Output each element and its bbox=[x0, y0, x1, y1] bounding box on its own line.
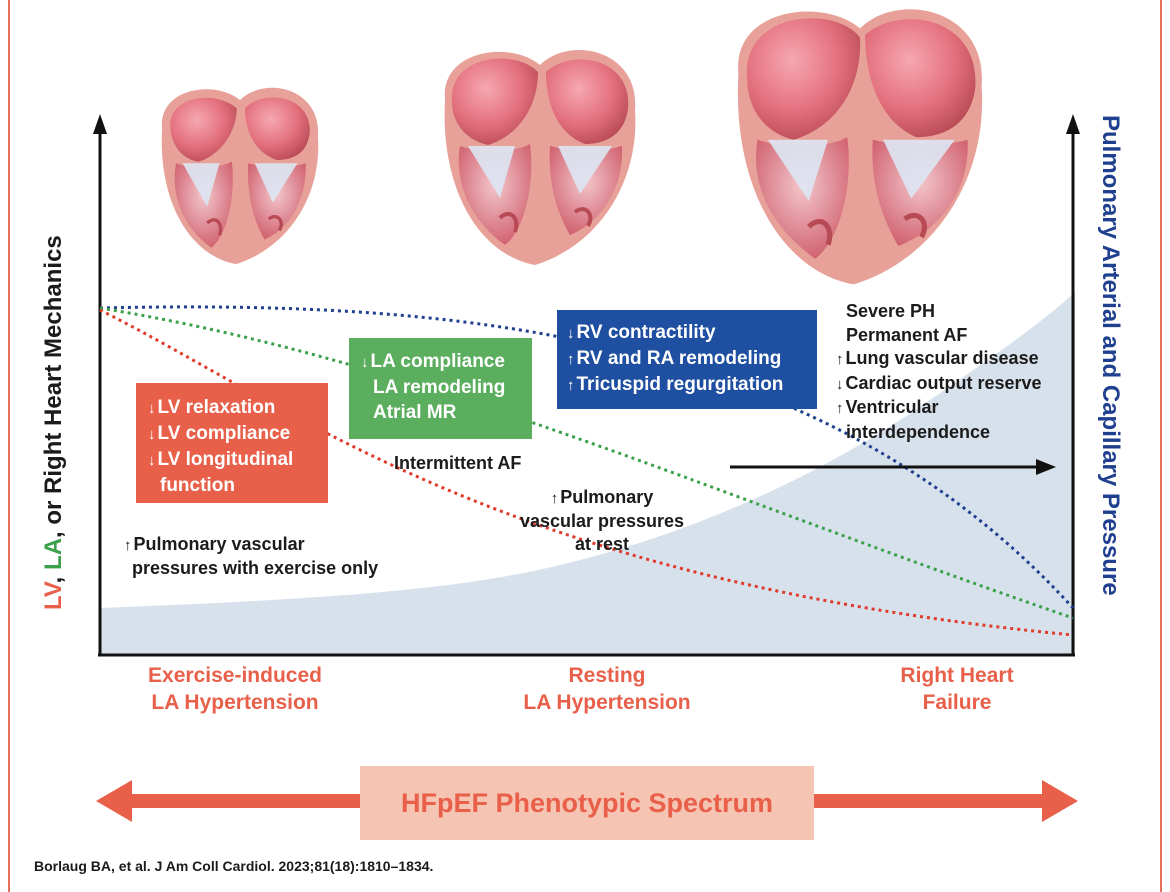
stage-1-line-1: Exercise-induced bbox=[148, 664, 322, 687]
rest-pressure-note: ↑Pulmonary vascular pressures at rest bbox=[512, 486, 692, 556]
lv-box-line-3: LV longitudinal bbox=[157, 449, 294, 470]
stage-resting: Resting LA Hypertension bbox=[482, 662, 732, 716]
y-label-right-heart: Right Heart Mechanics bbox=[40, 235, 67, 494]
down-arrow-icon: ↓ bbox=[148, 426, 156, 443]
figure-frame bbox=[8, 0, 1162, 892]
rv-box-line-2: RV and RA remodeling bbox=[576, 348, 782, 369]
y-axis-right-label: Pulmonary Arterial and Capillary Pressur… bbox=[1097, 115, 1124, 596]
rv-box: ↓RV contractility ↑RV and RA remodeling … bbox=[557, 310, 817, 409]
lv-box-line-4: function bbox=[160, 475, 235, 496]
rhf-features: Severe PH Permanent AF ↑Lung vascular di… bbox=[836, 300, 1042, 444]
la-box-line-2: LA remodeling bbox=[373, 377, 506, 398]
y-axis-left-arrowhead bbox=[93, 114, 107, 134]
down-arrow-icon: ↓ bbox=[148, 452, 156, 469]
la-box-line-1: LA compliance bbox=[370, 351, 505, 372]
exercise-note-line-1: Pulmonary vascular bbox=[133, 534, 305, 554]
lv-curve bbox=[99, 308, 1074, 637]
stage-right-heart-failure: Right Heart Failure bbox=[832, 662, 1082, 716]
intermittent-af-label: Intermittent AF bbox=[394, 453, 522, 473]
y-label-la: LA bbox=[40, 537, 67, 570]
heart-illustration-medium bbox=[444, 50, 636, 265]
up-arrow-icon: ↑ bbox=[836, 351, 844, 368]
exercise-pressure-note: ↑Pulmonary vascular pressures with exerc… bbox=[124, 533, 378, 580]
y-label-lv: LV bbox=[40, 583, 67, 610]
citation: Borlaug BA, et al. J Am Coll Cardiol. 20… bbox=[34, 858, 434, 874]
progression-arrowhead bbox=[1036, 459, 1056, 475]
rv-box-line-3: Tricuspid regurgitation bbox=[576, 374, 784, 395]
rest-note-line-1: Pulmonary bbox=[560, 487, 654, 507]
y-axis-left-label: LV, LA, or Right Heart Mechanics bbox=[40, 235, 68, 610]
lv-box: ↓LV relaxation ↓LV compliance ↓LV longit… bbox=[136, 383, 328, 503]
up-arrow-icon: ↑ bbox=[836, 400, 844, 417]
lv-box-line-1: LV relaxation bbox=[157, 397, 276, 418]
rhf-line-2: Permanent AF bbox=[846, 324, 968, 345]
rv-box-line-1: RV contractility bbox=[576, 322, 716, 343]
rhf-line-5: Ventricular bbox=[845, 397, 939, 417]
y-axis-right-arrowhead bbox=[1066, 114, 1080, 134]
la-curve bbox=[99, 306, 1074, 620]
rhf-line-4: Cardiac output reserve bbox=[845, 372, 1042, 393]
stage-2-line-1: Resting bbox=[568, 664, 646, 687]
stage-2-line-2: LA Hypertension bbox=[523, 691, 691, 714]
lv-box-line-2: LV compliance bbox=[157, 423, 291, 444]
up-arrow-icon: ↑ bbox=[567, 377, 575, 394]
up-arrow-icon: ↑ bbox=[567, 351, 575, 368]
exercise-note-line-2: pressures with exercise only bbox=[132, 558, 379, 578]
down-arrow-icon: ↓ bbox=[361, 354, 369, 371]
spectrum-label: HFpEF Phenotypic Spectrum bbox=[360, 766, 814, 840]
rest-note-line-2: vascular pressures bbox=[519, 511, 685, 531]
stage-exercise-induced: Exercise-induced LA Hypertension bbox=[110, 662, 360, 716]
rest-note-line-3: at rest bbox=[574, 534, 630, 554]
heart-illustration-small bbox=[161, 87, 319, 265]
rhf-line-6: interdependence bbox=[846, 421, 991, 442]
down-arrow-icon: ↓ bbox=[836, 375, 844, 393]
la-box-line-3: Atrial MR bbox=[373, 402, 457, 423]
stage-3-line-2: Failure bbox=[922, 691, 992, 714]
up-arrow-icon: ↑ bbox=[124, 537, 132, 554]
rhf-line-1: Severe PH bbox=[846, 301, 936, 321]
stage-3-line-1: Right Heart bbox=[900, 664, 1014, 687]
pressure-area bbox=[100, 292, 1075, 655]
down-arrow-icon: ↓ bbox=[567, 325, 575, 342]
up-arrow-icon: ↑ bbox=[550, 490, 559, 507]
y-label-comma1: , bbox=[40, 569, 67, 584]
down-arrow-icon: ↓ bbox=[148, 400, 156, 417]
y-label-comma2: , or bbox=[40, 493, 67, 538]
rhf-line-3: Lung vascular disease bbox=[845, 348, 1039, 368]
la-box: ↓LA compliance LA remodeling Atrial MR bbox=[349, 338, 532, 439]
heart-illustration-large bbox=[737, 9, 983, 285]
stage-1-line-2: LA Hypertension bbox=[151, 691, 319, 714]
